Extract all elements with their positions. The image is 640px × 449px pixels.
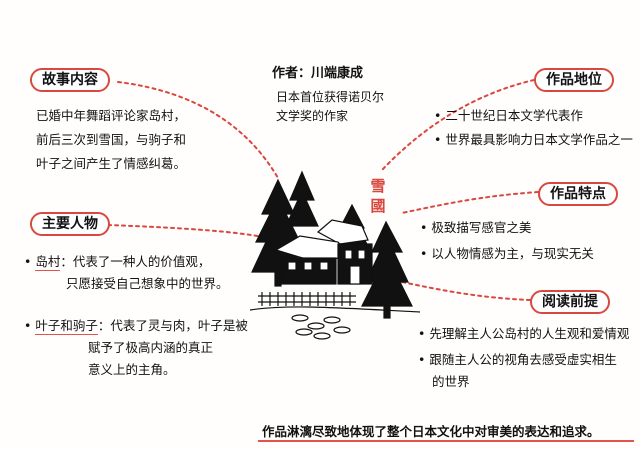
reading-item-1: 先理解主人公岛村的人生观和爱情观 (418, 324, 629, 344)
snow-village-illustration (249, 170, 421, 340)
story-label: 故事内容 (30, 68, 110, 92)
status-item-1: 二十世纪日本文学代表作 (434, 106, 583, 126)
reading-label: 阅读前提 (530, 290, 610, 314)
reading-item-2: 跟随主人公的视角去感受虚实相生 (418, 350, 617, 370)
story-line-2: 前后三次到雪国，与驹子和 (36, 132, 187, 147)
connector-features (401, 191, 539, 214)
status-item-2: 世界最具影响力日本文学作品之一 (434, 130, 633, 150)
author-desc-line-2: 文学奖的作家 (276, 109, 349, 123)
story-line-3: 叶子之间产生了情感纠葛。 (36, 156, 187, 171)
character-2-line-2: 赋予了极高内涵的真正 (88, 340, 214, 355)
character-2-name: 叶子和驹子 (35, 318, 98, 335)
character-1-line-2: 只愿接受自己想象中的世界。 (66, 276, 229, 291)
author-name: 作者：川端康成 (272, 66, 364, 81)
character-2-line-1: ：代表了灵与肉，叶子是被 (97, 318, 248, 333)
connector-reading (401, 281, 531, 301)
character-1-row: 岛村：代表了一种人的价值观， (24, 252, 210, 272)
book-title-char-2: 國 (370, 197, 386, 215)
story-line-1: 已婚中年舞蹈评论家岛村， (36, 108, 187, 123)
author-desc-line-1: 日本首位获得诺贝尔 (276, 90, 385, 104)
summary-text: 作品淋漓尽致地体现了整个日本文化中对审美的表达和追求。 (262, 424, 600, 439)
book-title-char-1: 雪 (370, 177, 386, 195)
features-label: 作品特点 (538, 182, 618, 206)
features-item-1: 极致描写感官之美 (420, 218, 531, 238)
reading-item-2-cont: 的世界 (432, 374, 470, 389)
character-1-name: 岛村 (35, 254, 61, 271)
connector-characters (107, 224, 269, 239)
character-1-line-1: ：代表了一种人的价值观， (60, 254, 211, 269)
features-item-2: 以人物情感为主，与现实无关 (420, 244, 594, 264)
character-2-line-3: 意义上的主角。 (88, 362, 176, 377)
connector-story (117, 81, 279, 179)
summary-underline (258, 440, 634, 442)
character-2-row: 叶子和驹子：代表了灵与肉，叶子是被 (24, 316, 248, 336)
status-label: 作品地位 (534, 68, 614, 92)
characters-label: 主要人物 (30, 212, 110, 236)
